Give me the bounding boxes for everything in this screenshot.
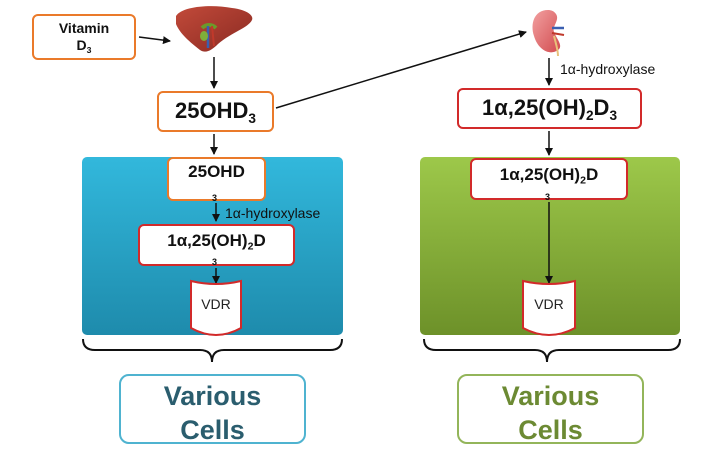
green-cells-line2: Cells [518, 415, 583, 445]
blue-brace [82, 338, 343, 363]
liver-icon [176, 6, 253, 52]
blue-25ohd-subscript: 3 [212, 193, 218, 203]
blue-calcitriol-subscript: 3 [212, 257, 218, 267]
green-various-cells-box: Various Cells [457, 374, 644, 445]
blue-vdr-shape [190, 279, 242, 336]
arrow-25ohd3-to-kidney [275, 30, 527, 109]
enzyme-label-blue: 1α-hydroxylase [225, 205, 321, 221]
arrow-vitd-to-liver [138, 36, 171, 45]
vitamin-d3-box: Vitamin D3 [32, 14, 136, 60]
top-25ohd3-box: 25OHD3 [157, 91, 274, 132]
enzyme-label-top: 1α-hydroxylase [560, 61, 656, 77]
green-cells-line1: Various [501, 381, 600, 411]
blue-cells-line2: Cells [180, 415, 245, 445]
green-calcitriol-subscript: 3 [545, 192, 551, 202]
green-calcitriol-box: 1α,25(OH)2D [470, 158, 628, 200]
green-brace [423, 338, 681, 363]
green-vdr-label: VDR [534, 296, 564, 312]
vitamin-label: Vitamin [58, 20, 110, 36]
d3-label: D3 [76, 37, 92, 56]
blue-vdr-label: VDR [201, 296, 231, 312]
blue-various-cells-box: Various Cells [119, 374, 306, 445]
top-calcitriol-box: 1α,25(OH)2D3 [457, 88, 642, 129]
kidney-icon [532, 10, 565, 57]
blue-calcitriol-box: 1α,25(OH)2D [138, 224, 295, 266]
green-vdr-shape [522, 279, 576, 336]
blue-25ohd-box: 25OHD [167, 157, 266, 201]
blue-cells-line1: Various [163, 381, 262, 411]
